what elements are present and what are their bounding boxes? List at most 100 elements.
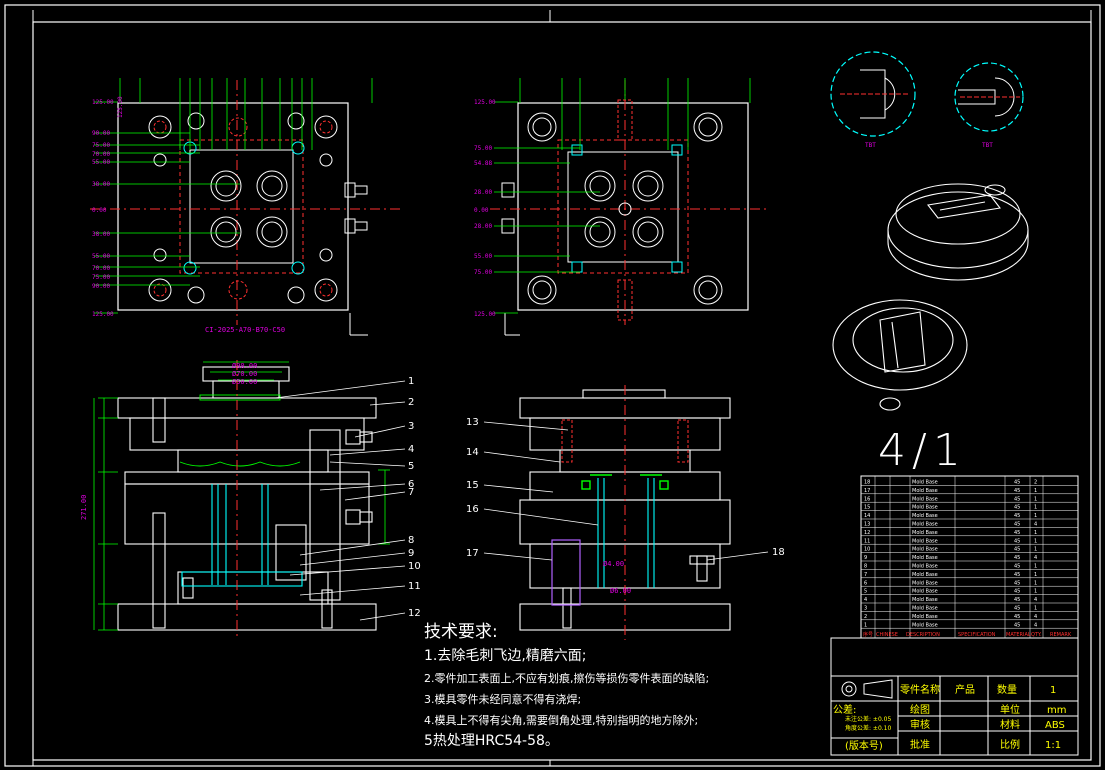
bom-desc: Mold Base	[912, 597, 938, 603]
dim-d1: Ø90.00	[232, 362, 257, 370]
bom-qty: 4	[1034, 614, 1037, 620]
bom-desc: Mold Base	[912, 505, 938, 511]
bom-material: 45	[1014, 488, 1020, 494]
leader-line	[299, 539, 406, 556]
bom-desc: Mold Base	[912, 530, 938, 536]
dim-label-tr: 0.00	[474, 207, 489, 214]
tb-material: ABS	[1045, 720, 1065, 731]
bom-index: 13	[864, 522, 870, 528]
drawing-frame	[4, 4, 1101, 767]
title-block	[830, 637, 1079, 756]
frame-ticks	[32, 10, 1092, 766]
dim-d2: Ø70.00	[232, 370, 257, 378]
part-number: 18	[772, 547, 785, 558]
part-number: 6	[408, 479, 414, 490]
title-block-text: 零件名称 产品 数量 1 绘图 单位 mm 审核 材料 ABS 批准 比例 1:…	[833, 683, 1066, 752]
note-1: 1.去除毛刺飞边,精磨六面;	[424, 648, 587, 664]
tb-version: (版本号)	[845, 739, 883, 752]
dim-label-tl: 90.00	[92, 283, 110, 290]
leader-line	[483, 451, 561, 463]
dim-label-tr: 54.88	[474, 160, 492, 167]
part-number: 3	[408, 421, 414, 432]
top-left-caption: CI-2025-A70-B70-C50	[205, 326, 285, 334]
tb-check-label: 审核	[910, 718, 930, 731]
note-3: 3.模具零件未经同意不得有浇焊;	[424, 692, 581, 706]
part-number: 11	[408, 581, 421, 592]
top-right-dimension-labels: 125.0075.0054.8828.000.0028.0055.0075.00…	[474, 99, 496, 318]
bom-material: 45	[1014, 606, 1020, 612]
bom-index: 7	[864, 572, 867, 578]
bom-material: 45	[1014, 597, 1020, 603]
dim-label-tl: 38.00	[92, 181, 110, 188]
bom-desc: Mold Base	[912, 622, 938, 628]
part-number: 2	[408, 397, 414, 408]
bom-index: 10	[864, 547, 870, 553]
leader-line	[483, 484, 554, 493]
leader-line	[369, 401, 406, 406]
bom-material: 45	[1014, 622, 1020, 628]
bom-qty: 2	[1034, 480, 1037, 486]
bom-desc: Mold Base	[912, 606, 938, 612]
dim-label-tl: 70.00	[92, 265, 110, 272]
part-number: 8	[408, 535, 414, 546]
bom-qty: 1	[1034, 564, 1037, 570]
part-number: 1	[408, 376, 414, 387]
dim-label-tl: 90.00	[92, 130, 110, 137]
dim-d5: Ø6.00	[610, 587, 631, 595]
bom-material: 45	[1014, 480, 1020, 486]
bom-desc: Mold Base	[912, 555, 938, 561]
bom-desc: Mold Base	[912, 564, 938, 570]
bom-index: 15	[864, 505, 870, 511]
bom-qty: 1	[1034, 572, 1037, 578]
top-right-plan-view: 125.0075.0054.8828.000.0028.0055.0075.00…	[474, 78, 770, 336]
bottom-left-section-view: Ø90.00 Ø70.00 Ø50.00 271.00 123456789101…	[80, 360, 421, 640]
leader-line	[483, 508, 599, 526]
bom-header-cell: QTY.	[1031, 632, 1042, 638]
tb-tolerance-label: 公差:	[833, 703, 856, 716]
bom-index: 1	[864, 622, 867, 628]
bom-desc: Mold Base	[912, 580, 938, 586]
dim-d3: Ø50.00	[232, 378, 257, 386]
dim-d4: Ø4.00	[603, 560, 624, 568]
bom-material: 45	[1014, 530, 1020, 536]
leader-line	[359, 612, 406, 621]
bom-index: 12	[864, 530, 870, 536]
leader-line	[483, 552, 553, 561]
tb-approve-label: 批准	[910, 738, 930, 751]
part-leader-lines-right	[483, 421, 769, 561]
dim-label-tl: 75.00	[92, 274, 110, 281]
note-2: 2.零件加工表面上,不应有划痕,擦伤等损伤零件表面的缺陷;	[424, 671, 709, 685]
bom-material: 45	[1014, 614, 1020, 620]
top-left-dimension-labels: 125.0090.0075.0070.0055.0038.000.0038.00…	[92, 99, 114, 318]
dim-label-tl: 55.00	[92, 159, 110, 166]
leader-line	[329, 448, 406, 456]
bom-index: 18	[864, 480, 870, 486]
bom-qty: 1	[1034, 530, 1037, 536]
leader-line	[483, 421, 569, 431]
bom-material: 45	[1014, 547, 1020, 553]
bom-material: 45	[1014, 496, 1020, 502]
tb-material-label: 材料	[1000, 718, 1020, 731]
dim-label-tl: 70.00	[92, 151, 110, 158]
bom-desc: Mold Base	[912, 480, 938, 486]
leader-line	[299, 552, 406, 566]
leader-line	[354, 425, 406, 438]
dim-label-tl: 55.00	[92, 253, 110, 260]
tb-qty-label: 数量	[997, 683, 1017, 696]
bom-material: 45	[1014, 564, 1020, 570]
dim-len: 271.00	[80, 495, 88, 520]
part-number: 4	[408, 444, 414, 455]
bom-material: 45	[1014, 555, 1020, 561]
leader-line	[289, 565, 406, 576]
bom-qty: 1	[1034, 538, 1037, 544]
bom-qty: 1	[1034, 513, 1037, 519]
bom-qty: 1	[1034, 589, 1037, 595]
bom-header-cell: REMARK	[1050, 632, 1072, 638]
dim-label-tr: 28.00	[474, 189, 492, 196]
dim-label-tr: 125.00	[474, 99, 496, 106]
dim-label-tr: 55.00	[474, 253, 492, 260]
tb-tol-1: 未注公差: ±0.05	[845, 715, 891, 723]
